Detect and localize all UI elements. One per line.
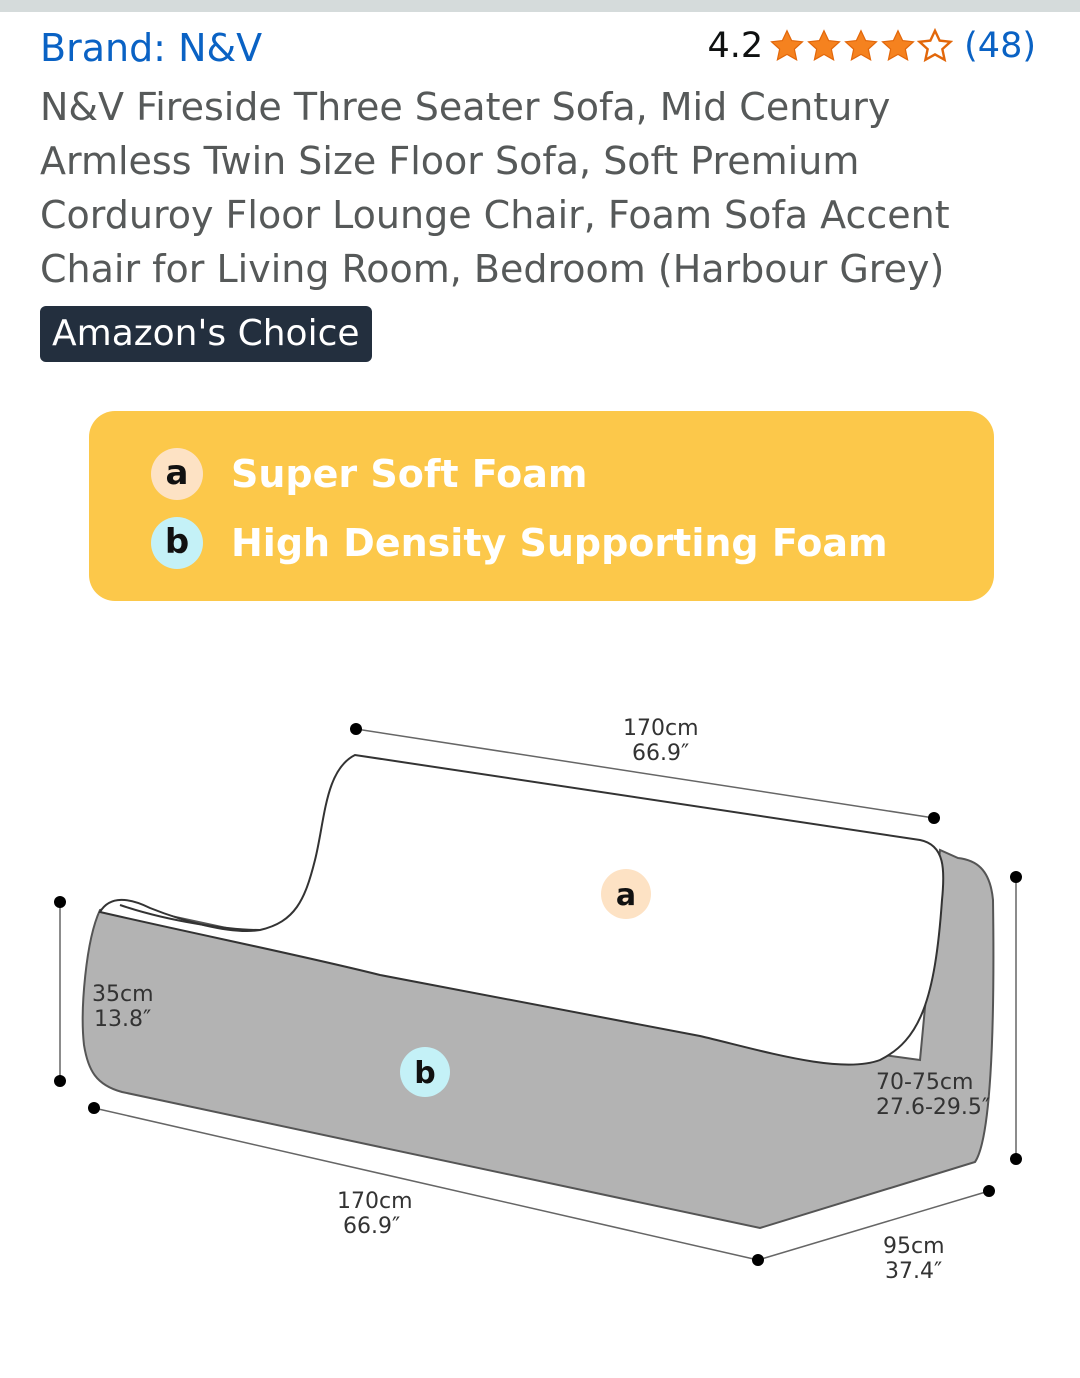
- star-full-icon: [844, 29, 878, 61]
- star-full-icon: [881, 29, 915, 61]
- bottom-width-in: 66.9″: [343, 1214, 400, 1239]
- foam-legend: a Super Soft Foam b High Density Support…: [89, 411, 994, 601]
- star-full-icon: [770, 29, 804, 61]
- star-full-icon: [807, 29, 841, 61]
- legend-marker-a: a: [151, 448, 203, 500]
- amazons-choice-badge[interactable]: Amazon's Choice: [40, 306, 372, 362]
- top-width-in: 66.9″: [632, 741, 689, 766]
- marker-a-circle: [601, 869, 651, 919]
- top-divider: [0, 0, 1080, 12]
- legend-item-support-foam: b High Density Supporting Foam: [151, 517, 888, 569]
- brand-link[interactable]: Brand: N&V: [40, 26, 263, 70]
- star-rating: [769, 28, 954, 64]
- support-foam-base: [81, 848, 995, 1230]
- back-height-cm: 70-75cm: [876, 1070, 973, 1095]
- product-title: N&V Fireside Three Seater Sofa, Mid Cent…: [40, 85, 950, 291]
- seat-edge-line: [119, 904, 261, 931]
- base-height-cm: 35cm: [92, 982, 154, 1007]
- depth-in: 37.4″: [885, 1259, 942, 1284]
- dimension-lines: [59, 728, 1017, 1261]
- base-height-in: 13.8″: [94, 1007, 151, 1032]
- rating-value: 4.2: [707, 26, 764, 66]
- review-count-link[interactable]: (48): [964, 26, 1036, 66]
- back-height-in: 27.6-29.5″: [876, 1095, 990, 1120]
- soft-foam-top: [98, 753, 945, 1066]
- marker-b-label: b: [414, 1056, 435, 1091]
- sofa-dimension-diagram: 170cm 66.9″ 35cm 13.8″ 70-75cm 27.6-29.5…: [54, 716, 1022, 1284]
- legend-label-a: Super Soft Foam: [231, 452, 588, 496]
- rating-summary[interactable]: 4.2 (48): [707, 26, 1036, 66]
- top-width-cm: 170cm: [623, 716, 699, 741]
- bottom-width-cm: 170cm: [337, 1189, 413, 1214]
- depth-cm: 95cm: [883, 1234, 945, 1259]
- dimension-endpoints: [54, 723, 1022, 1266]
- marker-a-label: a: [616, 878, 636, 913]
- star-empty-icon: [917, 28, 954, 63]
- legend-item-soft-foam: a Super Soft Foam: [151, 448, 588, 500]
- legend-marker-b: b: [151, 517, 203, 569]
- marker-b-circle: [400, 1047, 450, 1097]
- legend-label-b: High Density Supporting Foam: [231, 521, 888, 565]
